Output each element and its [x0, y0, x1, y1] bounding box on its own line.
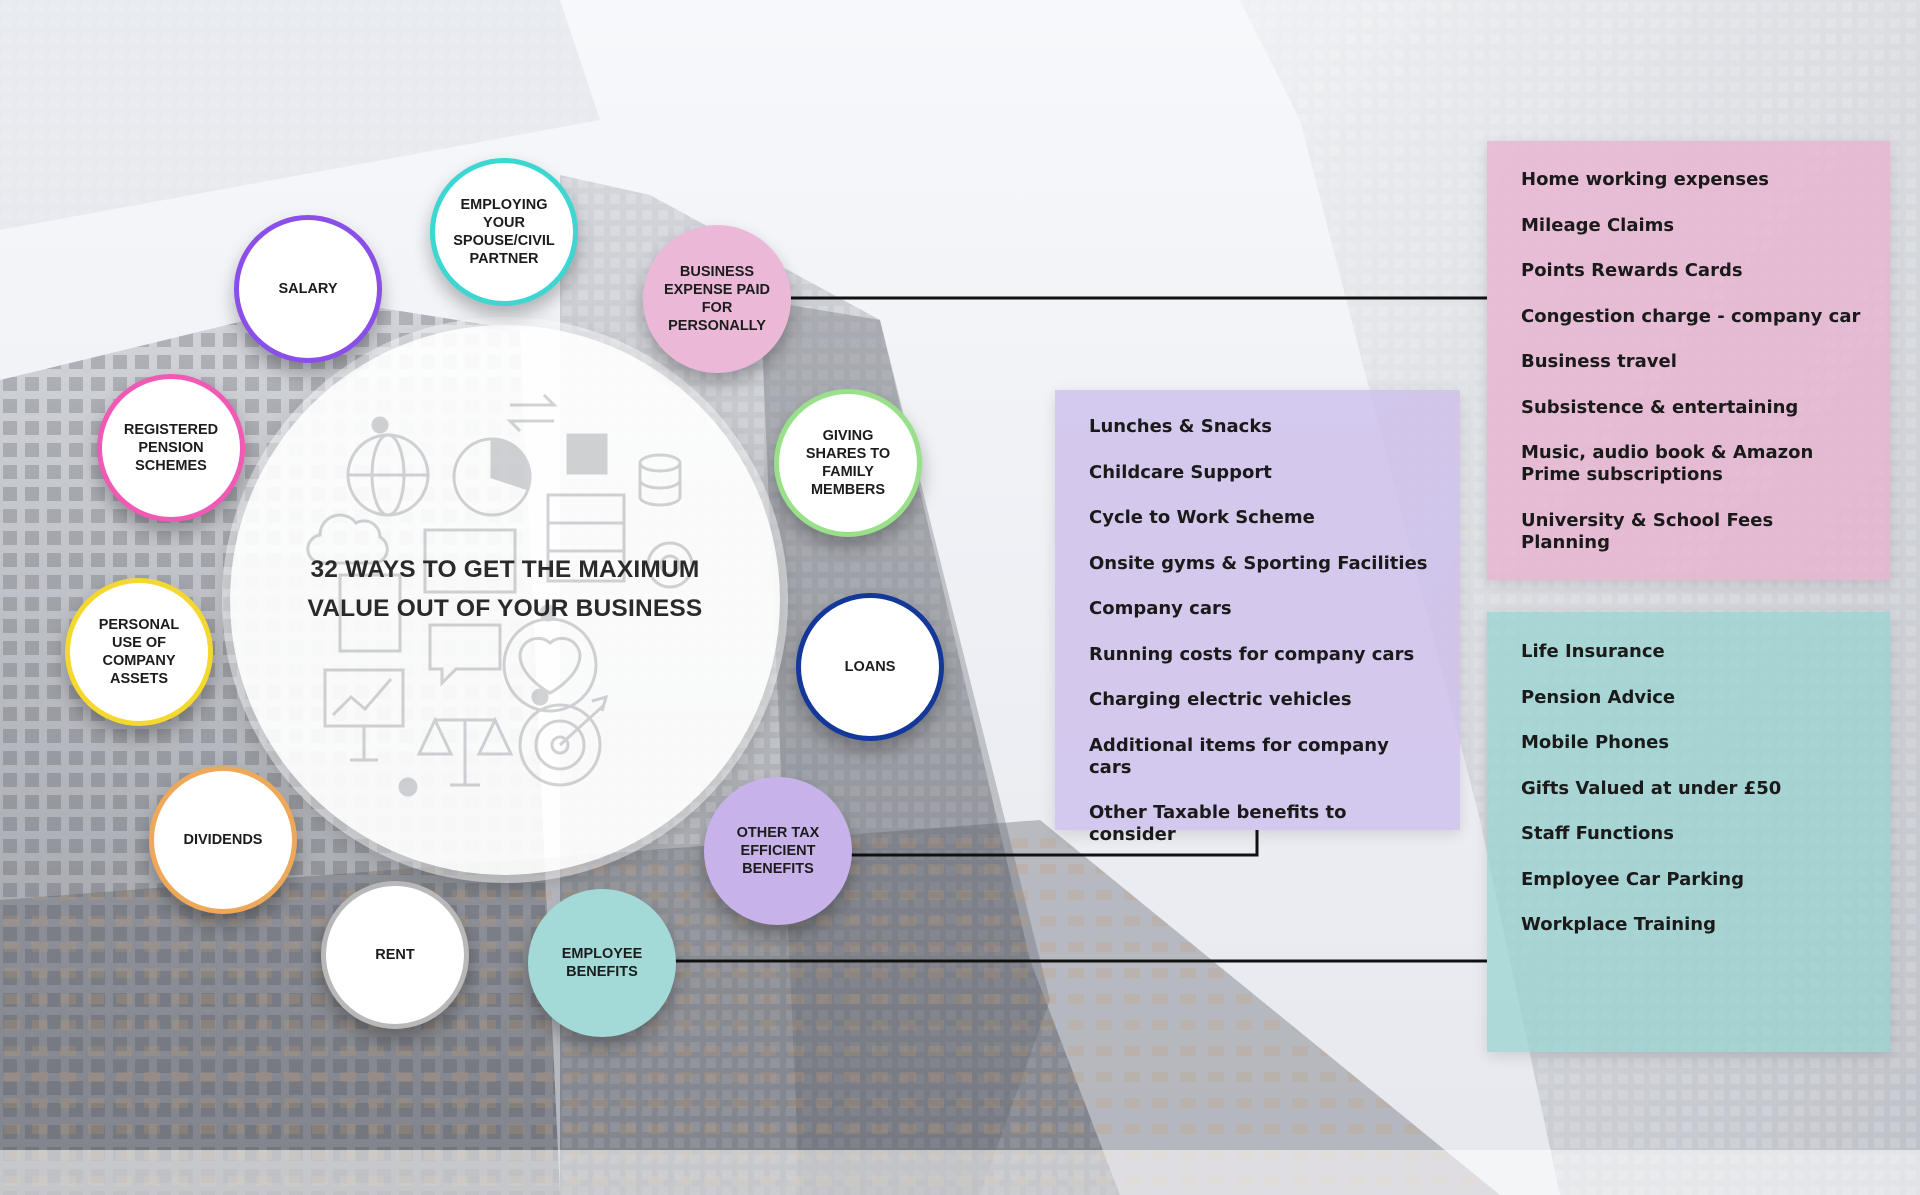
list-item: Additional items for company cars [1089, 734, 1389, 778]
globe-icon [346, 433, 430, 517]
list-item: Onsite gyms & Sporting Facilities [1089, 552, 1428, 574]
list-item: Mobile Phones [1521, 732, 1670, 753]
node-personal-use-assets[interactable]: PERSONAL USE OF COMPANY ASSETS [65, 578, 213, 726]
list-item: Gifts Valued at under £50 [1521, 777, 1782, 799]
folder-icon [423, 528, 517, 594]
heart-icon [518, 636, 582, 695]
node-giving-shares-label: GIVING SHARES TO FAMILY MEMBERS [805, 427, 891, 499]
node-business-expense[interactable]: BUSINESS EXPENSE PAID FOR PERSONALLY [643, 225, 791, 373]
list-item: Life Insurance [1521, 641, 1665, 662]
coins-icon [638, 453, 682, 473]
other-tax-benefits-list: Lunches & Snacks Childcare Support Cycle… [1089, 416, 1436, 846]
list-item: Cycle to Work Scheme [1089, 507, 1315, 528]
list-item: Congestion charge - company car [1521, 305, 1861, 327]
panel-business-expense: Home working expenses Mileage Claims Poi… [1487, 141, 1890, 580]
node-giving-shares[interactable]: GIVING SHARES TO FAMILY MEMBERS [774, 389, 922, 537]
node-pension-schemes-label: REGISTERED PENSION SCHEMES [123, 421, 219, 475]
node-personal-use-assets-label: PERSONAL USE OF COMPANY ASSETS [98, 616, 180, 688]
page-title: 32 WAYS TO GET THE MAXIMUM VALUE OUT OF … [307, 556, 703, 623]
list-item: Business travel [1521, 351, 1677, 372]
node-dividends[interactable]: DIVIDENDS [149, 766, 297, 914]
node-loans-label: LOANS [844, 658, 896, 675]
list-item: Employee Car Parking [1521, 868, 1744, 890]
list-item: Lunches & Snacks [1089, 416, 1273, 437]
node-salary[interactable]: SALARY [234, 215, 382, 363]
node-dividends-label: DIVIDENDS [183, 831, 263, 848]
node-loans[interactable]: LOANS [796, 593, 944, 741]
panel-employee-benefits: Life Insurance Pension Advice Mobile Pho… [1487, 612, 1890, 1052]
list-item: Staff Functions [1521, 823, 1674, 844]
pie-chart-icon [452, 437, 532, 517]
presentation-board-icon [323, 668, 405, 728]
node-other-tax-benefits[interactable]: OTHER TAX EFFICIENT BENEFITS [704, 777, 852, 925]
list-item: Pension Advice [1521, 686, 1676, 708]
list-item: University & School Fees Planning [1521, 509, 1774, 553]
list-item: Childcare Support [1089, 461, 1272, 483]
document-icon [338, 573, 402, 653]
list-item: Points Rewards Cards [1521, 260, 1743, 281]
list-item: Mileage Claims [1521, 214, 1675, 236]
central-hub: 32 WAYS TO GET THE MAXIMUM VALUE OUT OF … [230, 325, 780, 875]
chat-icon [428, 623, 502, 687]
list-item: Music, audio book & Amazon Prime subscri… [1521, 442, 1814, 485]
grid-icon [566, 433, 608, 475]
list-item: Running costs for company cars [1089, 643, 1415, 665]
node-other-tax-benefits-label: OTHER TAX EFFICIENT BENEFITS [736, 824, 820, 878]
list-item: Company cars [1089, 598, 1232, 619]
target-icon [518, 703, 602, 787]
list-item: Subsistence & entertaining [1521, 396, 1799, 418]
abacus-icon [546, 493, 626, 583]
employee-benefits-list: Life Insurance Pension Advice Mobile Pho… [1521, 641, 1866, 936]
list-item: Home working expenses [1521, 169, 1770, 190]
transfer-arrows-icon [506, 393, 558, 433]
node-employing-spouse[interactable]: EMPLOYING YOUR SPOUSE/CIVIL PARTNER [430, 158, 578, 306]
scales-icon [416, 716, 514, 787]
list-item: Workplace Training [1521, 914, 1716, 935]
node-employee-benefits[interactable]: EMPLOYEE BENEFITS [528, 889, 676, 1037]
panel-other-tax-benefits: Lunches & Snacks Childcare Support Cycle… [1055, 390, 1460, 845]
node-business-expense-label: BUSINESS EXPENSE PAID FOR PERSONALLY [663, 263, 771, 335]
node-pension-schemes[interactable]: REGISTERED PENSION SCHEMES [97, 374, 245, 522]
cloud-icon [306, 513, 389, 565]
node-rent-label: RENT [375, 946, 415, 963]
gear-icon [646, 541, 694, 589]
business-expense-list: Home working expenses Mileage Claims Poi… [1521, 169, 1866, 554]
node-employing-spouse-label: EMPLOYING YOUR SPOUSE/CIVIL PARTNER [453, 196, 555, 268]
node-salary-label: SALARY [278, 280, 338, 297]
node-rent[interactable]: RENT [321, 881, 469, 1029]
node-employee-benefits-label: EMPLOYEE BENEFITS [561, 945, 643, 980]
business-icons-collage [306, 393, 694, 797]
list-item: Other Taxable benefits to consider [1089, 802, 1347, 845]
list-item: Charging electric vehicles [1089, 689, 1352, 710]
